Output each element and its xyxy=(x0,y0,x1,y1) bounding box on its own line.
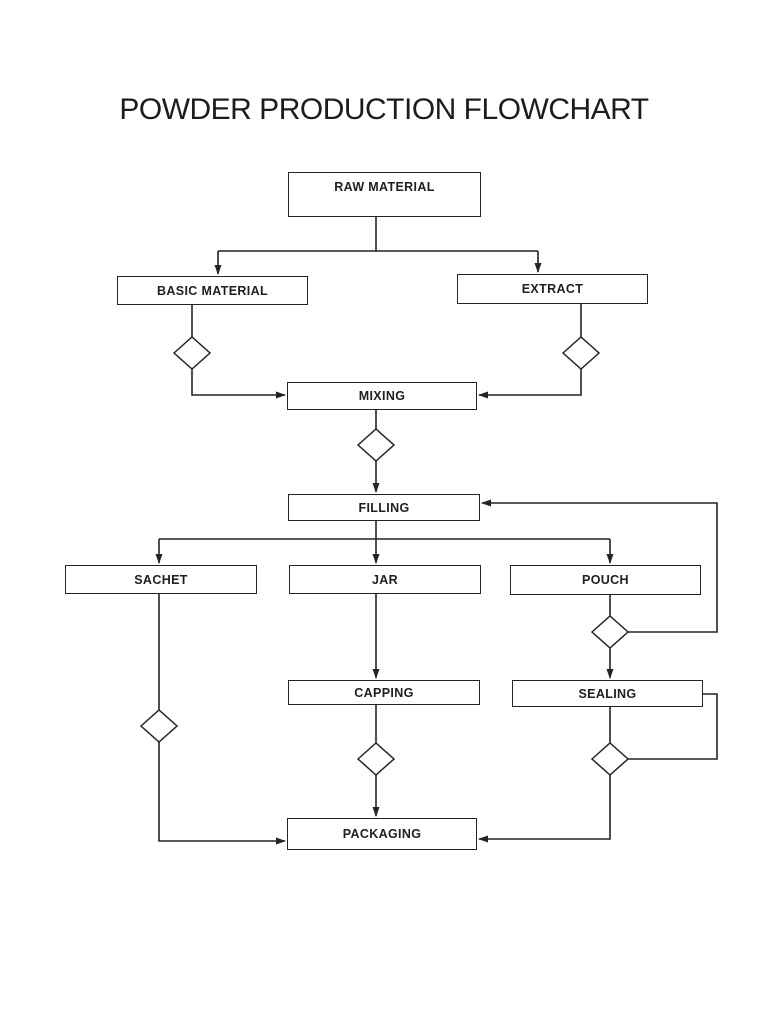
edge-sealingdiamond-to-packaging xyxy=(478,775,611,843)
connector-lines xyxy=(155,217,718,845)
decision-diamond-capping xyxy=(356,741,396,777)
node-sachet: SACHET xyxy=(65,565,257,594)
decision-diamond-pouch xyxy=(590,614,630,650)
edge-basicdiamond-to-mixing xyxy=(191,369,286,399)
decision-diamond-sachet xyxy=(139,708,179,744)
decision-diamond-extract xyxy=(561,335,601,371)
node-raw-material-label: RAW MATERIAL xyxy=(334,180,435,194)
node-filling-label: FILLING xyxy=(358,500,410,515)
node-basic-material: BASIC MATERIAL xyxy=(117,276,308,305)
decision-diamond-sealing xyxy=(590,741,630,777)
edge-sealing-side-loop xyxy=(628,693,718,760)
node-mixing-label: MIXING xyxy=(358,389,406,403)
node-jar-label: JAR xyxy=(371,572,399,587)
node-sealing: SEALING xyxy=(512,680,703,707)
node-mixing: MIXING xyxy=(287,382,477,410)
node-pouch-label: POUCH xyxy=(582,573,629,587)
node-packaging-label: PACKAGING xyxy=(342,827,422,841)
decision-diamond-basic-material xyxy=(172,335,212,371)
edge-extractdiamond-to-mixing xyxy=(478,369,582,399)
node-extract-label: EXTRACT xyxy=(521,282,584,296)
edge-sachetdiamond-to-packaging xyxy=(158,742,286,845)
page-title: POWDER PRODUCTION FLOWCHART xyxy=(119,93,649,126)
node-sealing-label: SEALING xyxy=(578,686,637,701)
edge-pouchdiamond-return-to-filling xyxy=(481,499,718,633)
node-pouch: POUCH xyxy=(510,565,701,595)
node-sachet-label: SACHET xyxy=(134,572,188,587)
node-capping-label: CAPPING xyxy=(354,685,414,700)
node-jar: JAR xyxy=(289,565,481,594)
decision-diamonds xyxy=(139,335,630,777)
node-packaging: PACKAGING xyxy=(287,818,477,850)
node-basic-material-label: BASIC MATERIAL xyxy=(157,283,268,298)
node-filling: FILLING xyxy=(288,494,480,521)
node-extract: EXTRACT xyxy=(457,274,648,304)
node-raw-material: RAW MATERIAL xyxy=(288,172,481,217)
decision-diamond-mixing xyxy=(356,427,396,463)
node-capping: CAPPING xyxy=(288,680,480,705)
